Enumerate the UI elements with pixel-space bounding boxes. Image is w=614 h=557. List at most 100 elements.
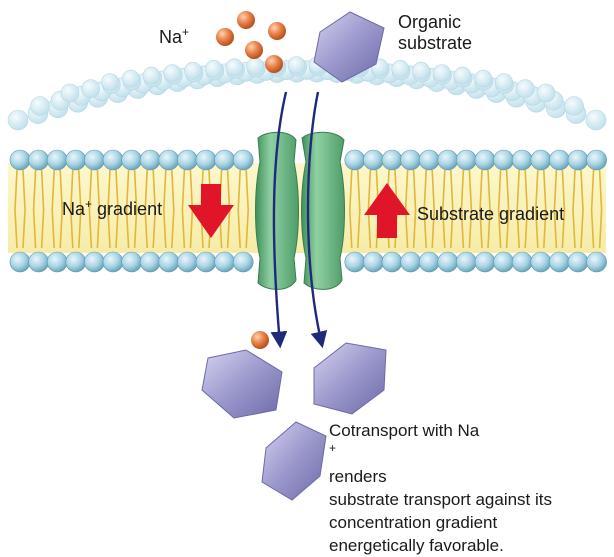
- lipid-head: [46, 251, 68, 273]
- lipid-head: [84, 149, 105, 171]
- lipid-tail: [516, 169, 528, 249]
- organic-substrate-label: Organic substrate: [398, 12, 472, 54]
- na-label-base: Na: [159, 27, 183, 47]
- lipid-head: [121, 149, 142, 171]
- caption-line-1-pre: Cotransport with Na: [329, 421, 480, 440]
- cotransport-diagram: Na+ Organic substrate Na+ gradient Subst…: [7, 11, 607, 555]
- lipid-head: [344, 149, 366, 171]
- substrate-inside-icon: [261, 421, 327, 501]
- caption: Cotransport with Na+ renders substrate t…: [329, 419, 552, 557]
- na-ion-inside-icon: [251, 331, 269, 349]
- lipid-head-back: [495, 73, 513, 91]
- lipid-head-back: [564, 96, 584, 116]
- lipid-head: [102, 149, 124, 171]
- lipid-head: [139, 251, 161, 273]
- lipid-tail: [51, 169, 63, 249]
- lipid-tail: [479, 169, 491, 249]
- lipid-head: [530, 149, 552, 171]
- lipid-head: [567, 251, 589, 273]
- lipid-tail: [572, 169, 584, 249]
- lipid-head: [214, 251, 235, 273]
- lipid-head: [214, 149, 235, 171]
- substrate-gradient-label: Substrate gradient: [417, 204, 565, 224]
- lipid-head-back: [246, 57, 264, 75]
- na-ion-icon: [268, 22, 286, 40]
- lipid-head-back: [142, 66, 161, 85]
- caption-line-4: energetically favorable.: [329, 536, 504, 555]
- lipid-head: [493, 251, 514, 273]
- na-gradient-arrow-icon: [188, 184, 234, 238]
- na-gradient-sup: +: [85, 197, 93, 211]
- na-ion-icon: [245, 41, 263, 59]
- lipid-tail: [553, 169, 566, 249]
- lipid-tail: [497, 169, 510, 249]
- lipid-head: [121, 251, 142, 273]
- na-ion-icon: [237, 11, 255, 29]
- lipid-tail: [14, 169, 26, 249]
- lipid-head-back: [585, 109, 607, 131]
- lipid-head: [474, 251, 496, 273]
- lipid-head-back: [515, 79, 535, 98]
- lipid-head: [567, 149, 589, 171]
- caption-line-1: Cotransport with Na+ renders: [329, 419, 552, 488]
- lipid-tail: [404, 169, 417, 249]
- lipid-tail: [367, 169, 380, 249]
- lipid-head: [158, 251, 180, 273]
- lipid-head: [586, 149, 607, 171]
- caption-line-1-post: renders: [329, 467, 387, 486]
- lipid-head: [195, 251, 217, 273]
- lipid-head: [232, 149, 254, 171]
- organic-substrate-line-2: substrate: [398, 33, 473, 53]
- substrate-transport-path: [306, 91, 328, 349]
- lipid-head: [84, 251, 105, 273]
- lipid-tail: [88, 169, 101, 249]
- lipid-tail: [70, 169, 82, 249]
- na-gradient-rest: gradient: [92, 199, 163, 219]
- lipid-tail: [144, 169, 156, 249]
- sodium-ions-outside: [216, 11, 286, 73]
- transporter-protein-icon: [255, 131, 345, 290]
- lipid-tail: [349, 169, 361, 249]
- lipid-head-back: [184, 61, 202, 80]
- lipid-head: [549, 251, 570, 273]
- caption-line-3: concentration gradient: [329, 513, 498, 532]
- lipid-tail: [163, 169, 175, 249]
- lipid-head: [177, 149, 198, 171]
- lipid-head-back: [287, 56, 306, 74]
- lipid-head-back: [432, 64, 451, 82]
- lipid-head-back: [60, 83, 80, 103]
- na-label-sup: +: [182, 25, 190, 39]
- lipid-tail: [237, 169, 249, 249]
- organic-substrate-line-1: Organic: [398, 12, 462, 32]
- substrate-inside-icon: [313, 342, 387, 415]
- substrate-outside-icon: [313, 11, 385, 83]
- lipid-head: [158, 149, 180, 171]
- diagram-canvas: [7, 11, 607, 501]
- lipid-head-back: [391, 60, 410, 78]
- lipid-head: [493, 149, 514, 171]
- lipid-tail: [181, 169, 194, 249]
- membrane-surface: [7, 56, 607, 131]
- na-gradient-base: Na: [62, 199, 86, 219]
- lipid-head-back: [412, 61, 430, 80]
- lipid-head: [177, 251, 198, 273]
- lipid-head: [232, 251, 254, 273]
- lipid-head: [195, 149, 217, 171]
- lipid-head: [381, 251, 403, 273]
- lipid-head-back: [121, 69, 140, 88]
- lipid-tail: [107, 169, 119, 249]
- caption-line-2: substrate transport against its: [329, 490, 553, 509]
- lipid-head: [456, 149, 477, 171]
- lipid-head: [65, 149, 87, 171]
- lipid-head: [65, 251, 87, 273]
- lipid-head-back: [225, 58, 244, 77]
- lipid-head-back: [453, 66, 472, 85]
- lipid-tail: [423, 169, 435, 249]
- lipid-head: [549, 149, 570, 171]
- lipid-head: [363, 149, 384, 171]
- lipid-head: [363, 251, 384, 273]
- caption-line-1-sup: +: [329, 441, 337, 455]
- lipid-head: [28, 251, 49, 273]
- lipid-tail: [535, 169, 547, 249]
- lipid-head: [586, 251, 607, 273]
